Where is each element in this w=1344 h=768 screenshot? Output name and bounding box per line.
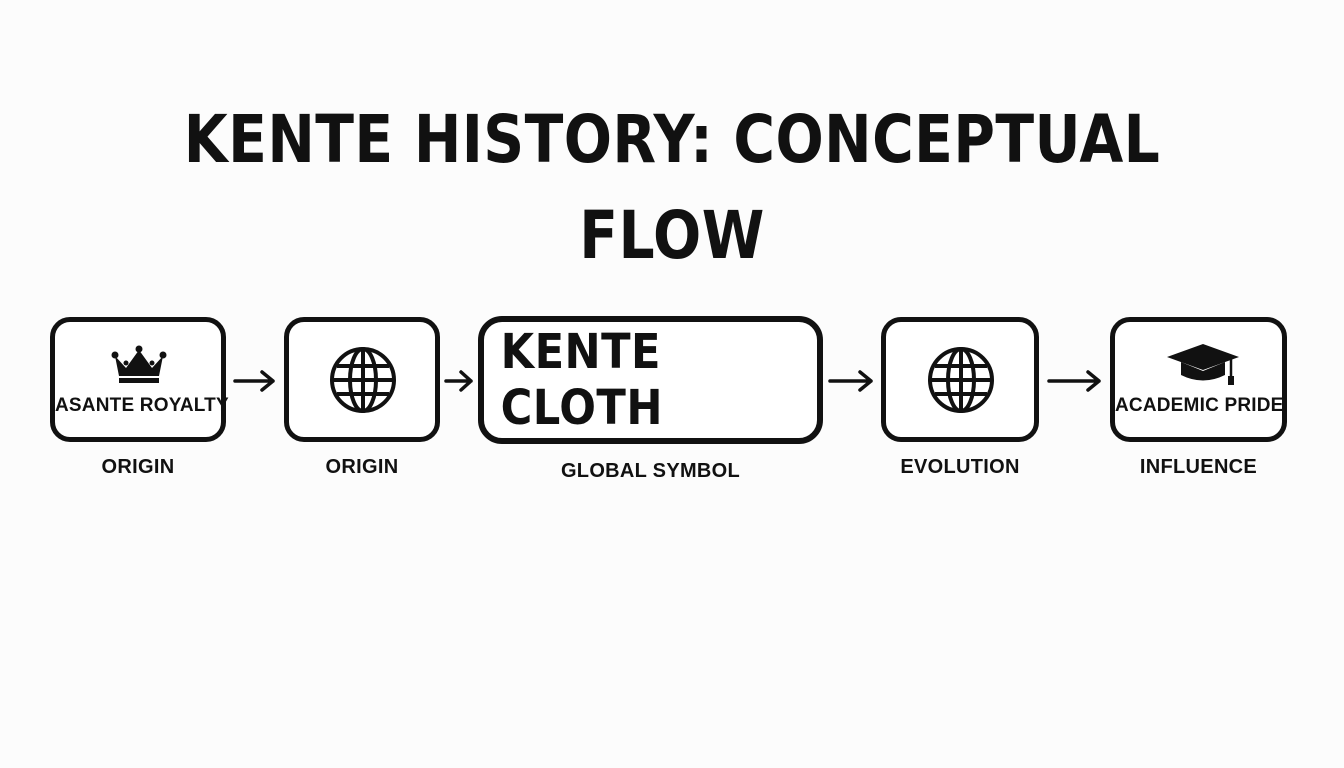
node-label: ASANTE ROYALTY — [55, 395, 229, 416]
node-academic-pride: ACADEMIC PRIDE — [1110, 317, 1287, 442]
globe-icon — [330, 347, 396, 413]
flow-arrow — [1047, 370, 1101, 392]
node-caption: ORIGIN — [101, 456, 175, 478]
node-caption: GLOBAL SYMBOL — [560, 460, 741, 482]
diagram-title: KENTE HISTORY: CONCEPTUAL FLOW — [183, 101, 1161, 274]
node-label: ACADEMIC PRIDE — [1115, 395, 1284, 416]
node-caption: ORIGIN — [325, 456, 399, 478]
node-caption: INFLUENCE — [1139, 456, 1258, 478]
crown-icon — [111, 345, 167, 383]
node-globe-origin — [284, 317, 440, 442]
globe-icon — [928, 347, 994, 413]
flow-arrow — [233, 370, 275, 392]
graduation-cap-icon — [1167, 344, 1239, 385]
node-globe-evolution — [881, 317, 1039, 442]
flow-arrow — [444, 370, 473, 392]
node-kente-cloth: KENTE CLOTH — [478, 316, 823, 444]
node-label: KENTE CLOTH — [500, 324, 663, 436]
node-caption: EVOLUTION — [900, 456, 1020, 478]
flow-arrow — [828, 370, 873, 392]
node-asante-royalty: ASANTE ROYALTY — [50, 317, 229, 442]
